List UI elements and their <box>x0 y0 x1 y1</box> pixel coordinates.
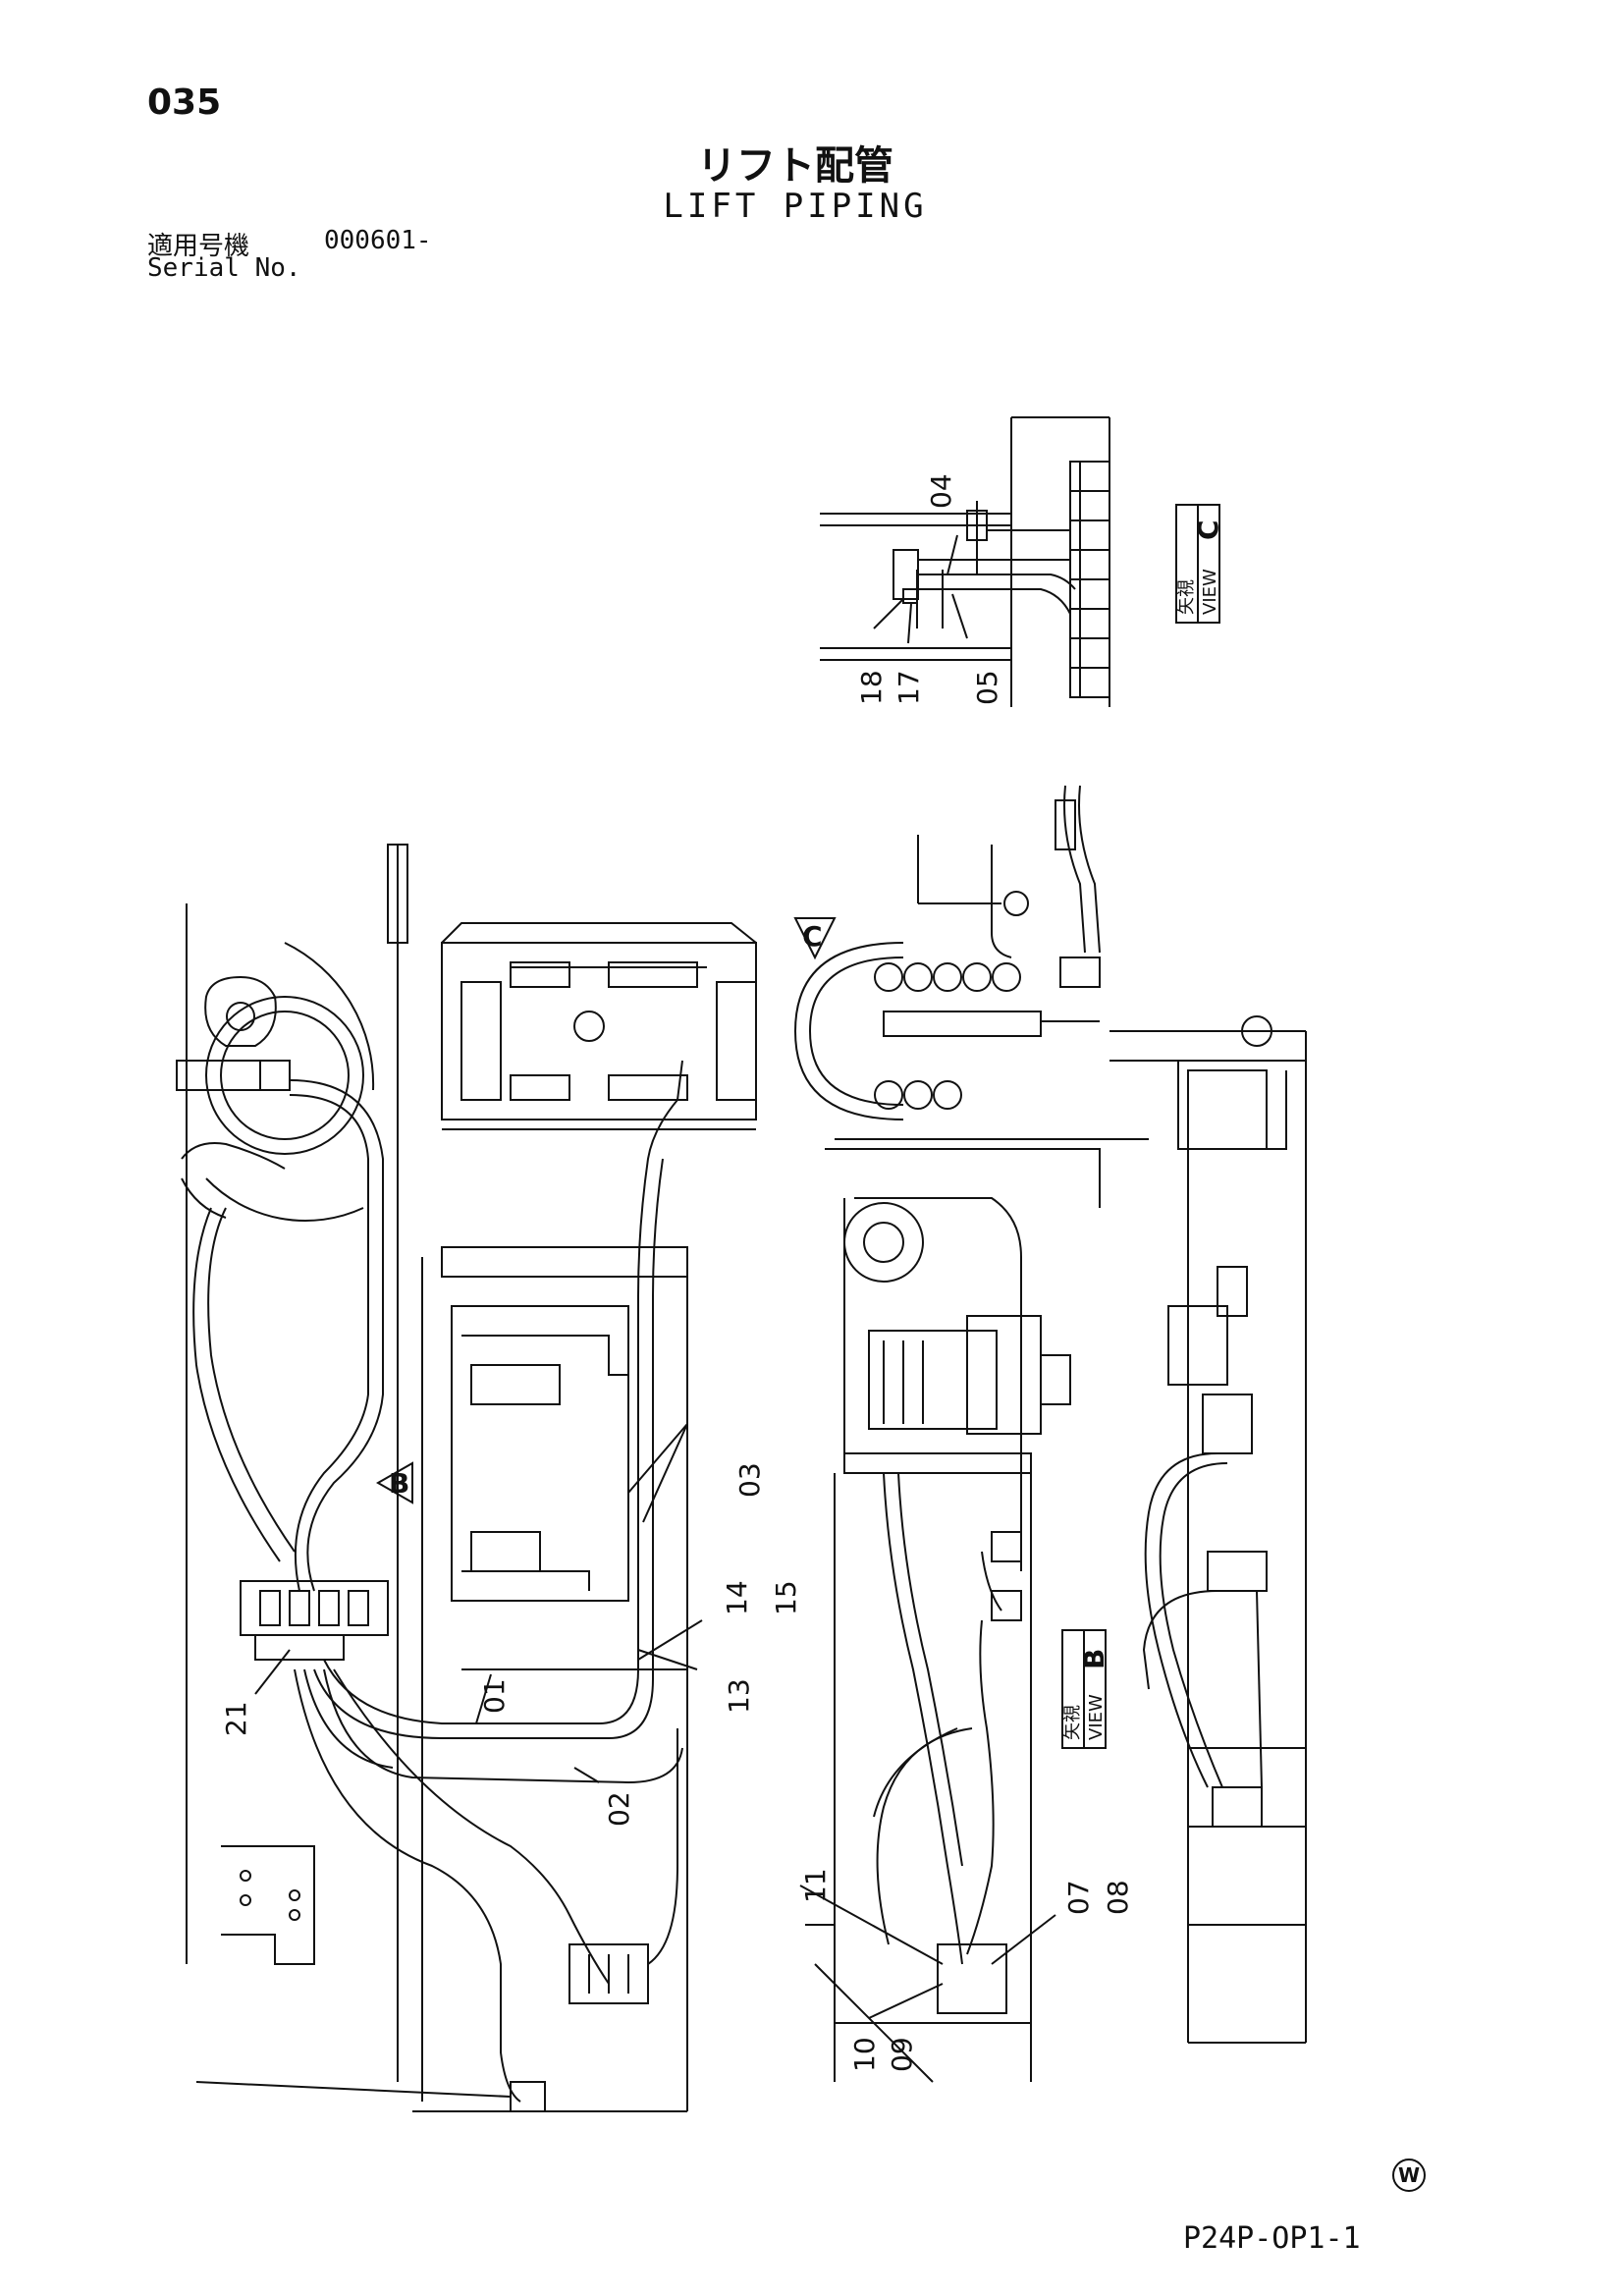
view-c-arrow-letter: C <box>802 920 823 953</box>
view-b-label-box <box>1061 1629 1107 1749</box>
leader-03a <box>642 1423 688 1523</box>
page-number: 035 <box>147 82 222 123</box>
leader-02 <box>573 1767 600 1783</box>
view-c-detail <box>820 416 1110 707</box>
view-c-letter: C <box>1192 519 1224 540</box>
view-c-label-en: VIEW <box>1200 569 1220 615</box>
leader-03b <box>627 1423 688 1494</box>
leader-21 <box>254 1649 291 1695</box>
right-boom-view <box>793 785 1307 2083</box>
view-b-arrow <box>375 1461 413 1504</box>
view-b-label-jp: 矢視 <box>1062 1705 1083 1740</box>
callout-02: 02 <box>603 1791 635 1827</box>
callout-13: 13 <box>723 1678 755 1714</box>
serial-number: 000601- <box>324 226 432 255</box>
drawing-code: P24P-OP1-1 <box>1183 2221 1361 2256</box>
leader-10 <box>868 1983 944 2019</box>
callout-07: 07 <box>1062 1880 1095 1915</box>
view-c-label-box <box>1175 504 1220 624</box>
callout-18: 18 <box>855 670 888 705</box>
callout-04: 04 <box>925 473 957 509</box>
leader-07 <box>991 1914 1056 1965</box>
callout-08: 08 <box>1102 1880 1134 1915</box>
serial-label-japanese: 適用号機 <box>147 232 250 261</box>
view-b-letter: B <box>1078 1649 1110 1669</box>
callout-11: 11 <box>799 1868 832 1903</box>
leader-11 <box>799 1885 944 1965</box>
callout-09: 09 <box>886 2037 918 2072</box>
callout-01: 01 <box>478 1678 511 1714</box>
callout-14: 14 <box>721 1580 753 1615</box>
leader-01 <box>475 1673 492 1724</box>
callout-17: 17 <box>893 670 925 705</box>
left-main-view <box>176 844 757 2112</box>
view-b-label-en: VIEW <box>1086 1694 1107 1740</box>
view-c-label-jp: 矢視 <box>1176 579 1197 615</box>
callout-21: 21 <box>220 1701 252 1736</box>
callout-03: 03 <box>733 1462 766 1498</box>
leader-13 <box>637 1649 698 1670</box>
callout-15: 15 <box>770 1580 802 1615</box>
callout-05: 05 <box>971 670 1003 705</box>
w-mark: W <box>1392 2159 1426 2192</box>
callout-10: 10 <box>848 2037 881 2072</box>
view-b-arrow-letter: B <box>389 1467 409 1500</box>
title-english: LIFT PIPING <box>663 187 928 226</box>
serial-label-english: Serial No. <box>147 253 301 283</box>
title-japanese: リフト配管 <box>697 143 893 189</box>
